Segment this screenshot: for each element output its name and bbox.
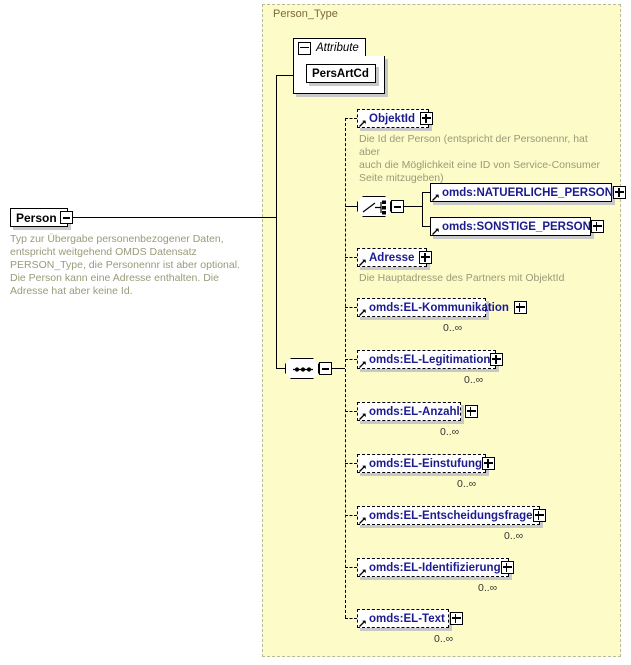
branch-choice: [345, 206, 357, 207]
element-person-description: Typ zur Übergabe personenbezogener Daten…: [10, 233, 240, 297]
choice-glyph: [362, 200, 386, 215]
sequence-glyph: [293, 367, 313, 372]
choice-icon: [357, 196, 391, 217]
attribute-collapse-icon[interactable]: [298, 41, 311, 55]
element-el-entscheidungsfrage-expand-icon[interactable]: [532, 509, 546, 522]
type-name-label: Person_Type: [273, 8, 338, 20]
branch-anzahl: [345, 411, 357, 412]
element-el-einstufung-label: omds:EL-Einstufung: [369, 457, 483, 470]
element-adresse-label: Adresse: [369, 251, 415, 264]
multiplicity-el-text: 0..∞: [434, 633, 454, 645]
element-sonstige-person-expand-icon[interactable]: [590, 220, 604, 233]
branch-legitimation: [345, 359, 357, 360]
multiplicity-el-einstufung: 0..∞: [457, 478, 477, 490]
element-el-identifizierung[interactable]: omds:EL-Identifizierung: [357, 558, 514, 580]
element-el-entscheidungsfrage[interactable]: omds:EL-Entscheidungsfrage: [357, 506, 546, 528]
element-el-einstufung-expand-icon[interactable]: [482, 457, 496, 470]
element-objektid-description: Die Id der Person (entspricht der Person…: [359, 133, 601, 184]
reference-arrow-icon: [432, 228, 439, 235]
branch-identifizierung: [345, 567, 357, 568]
branch-text: [345, 618, 357, 619]
reference-arrow-icon: [432, 194, 439, 201]
reference-arrow-icon: [359, 361, 366, 368]
reference-arrow-icon: [359, 517, 366, 524]
element-el-kommunikation-label: omds:EL-Kommunikation: [369, 301, 509, 314]
connector-children-trunk: [345, 118, 346, 618]
reference-arrow-icon: [359, 569, 366, 576]
element-el-legitimation-label: omds:EL-Legitimation: [369, 353, 491, 366]
element-el-anzahl[interactable]: omds:EL-Anzahl: [357, 402, 478, 424]
element-el-kommunikation-expand-icon[interactable]: [513, 301, 527, 314]
branch-natuerliche-person: [422, 192, 430, 193]
multiplicity-el-entscheidungsfrage: 0..∞: [504, 530, 524, 542]
attribute-group-label: Attribute: [316, 42, 359, 54]
element-natuerliche-person[interactable]: omds:NATUERLICHE_PERSON: [430, 183, 627, 202]
element-el-identifizierung-expand-icon[interactable]: [500, 561, 514, 574]
element-el-text-expand-icon[interactable]: [449, 612, 463, 625]
element-natuerliche-person-label: omds:NATUERLICHE_PERSON: [442, 186, 614, 199]
element-el-entscheidungsfrage-label: omds:EL-Entscheidungsfrage: [369, 509, 533, 522]
element-adresse-expand-icon[interactable]: [419, 251, 433, 264]
element-sonstige-person-label: omds:SONSTIGE_PERSON: [442, 220, 591, 233]
element-el-legitimation[interactable]: omds:EL-Legitimation: [357, 350, 504, 372]
element-el-text[interactable]: omds:EL-Text: [357, 609, 463, 631]
element-el-legitimation-expand-icon[interactable]: [490, 353, 504, 366]
attribute-persartcd-label: PersArtCd: [312, 67, 369, 80]
element-objektid-label: ObjektId: [369, 112, 416, 125]
connector-person-to-type: [73, 217, 263, 218]
element-adresse[interactable]: Adresse: [357, 248, 433, 267]
branch-adresse: [345, 257, 357, 258]
choice-collapse-icon[interactable]: [391, 200, 404, 213]
person-type-panel: [262, 4, 621, 657]
element-el-anzahl-expand-icon[interactable]: [464, 405, 478, 418]
multiplicity-el-kommunikation: 0..∞: [443, 322, 463, 334]
multiplicity-el-anzahl: 0..∞: [440, 426, 460, 438]
branch-sonstige-person: [422, 226, 430, 227]
connector-sequence-out: [332, 368, 345, 369]
reference-arrow-icon: [359, 620, 366, 627]
reference-arrow-icon: [359, 309, 366, 316]
multiplicity-el-identifizierung: 0..∞: [478, 582, 498, 594]
element-el-kommunikation[interactable]: omds:EL-Kommunikation: [357, 298, 527, 320]
branch-einstufung: [345, 463, 357, 464]
multiplicity-el-legitimation: 0..∞: [464, 374, 484, 386]
attribute-group-header[interactable]: Attribute: [293, 38, 366, 57]
reference-arrow-icon: [359, 120, 366, 127]
element-el-text-label: omds:EL-Text: [369, 612, 445, 625]
reference-arrow-icon: [359, 465, 366, 472]
connector-type-entry: [263, 217, 277, 218]
element-el-anzahl-label: omds:EL-Anzahl: [369, 405, 460, 418]
element-el-einstufung[interactable]: omds:EL-Einstufung: [357, 454, 496, 476]
connector-type-trunk: [276, 75, 277, 368]
reference-arrow-icon: [359, 413, 366, 420]
branch-kommunikation: [345, 307, 357, 308]
element-person-label: Person: [16, 210, 57, 225]
branch-objektid: [345, 118, 357, 119]
sequence-compositor[interactable]: [285, 358, 332, 379]
connector-to-attribute: [276, 75, 293, 76]
person-collapse-icon[interactable]: [60, 211, 73, 224]
element-objektid[interactable]: ObjektId: [357, 109, 434, 128]
element-sonstige-person[interactable]: omds:SONSTIGE_PERSON: [430, 217, 604, 236]
element-adresse-description: Die Hauptadresse des Partners mit Objekt…: [359, 272, 565, 284]
sequence-collapse-icon[interactable]: [319, 362, 332, 375]
element-person[interactable]: Person: [10, 208, 68, 227]
element-objektid-expand-icon[interactable]: [420, 112, 434, 125]
connector-choice-out: [404, 206, 422, 207]
reference-arrow-icon: [359, 259, 366, 266]
attribute-persartcd[interactable]: PersArtCd: [306, 64, 376, 83]
branch-entscheidungsfrage: [345, 515, 357, 516]
element-el-identifizierung-label: omds:EL-Identifizierung: [369, 561, 501, 574]
sequence-icon: [285, 358, 319, 379]
element-natuerliche-person-expand-icon[interactable]: [613, 186, 627, 199]
choice-compositor[interactable]: [357, 196, 404, 217]
connector-to-sequence: [276, 368, 285, 369]
connector-choice-branch: [422, 192, 423, 226]
